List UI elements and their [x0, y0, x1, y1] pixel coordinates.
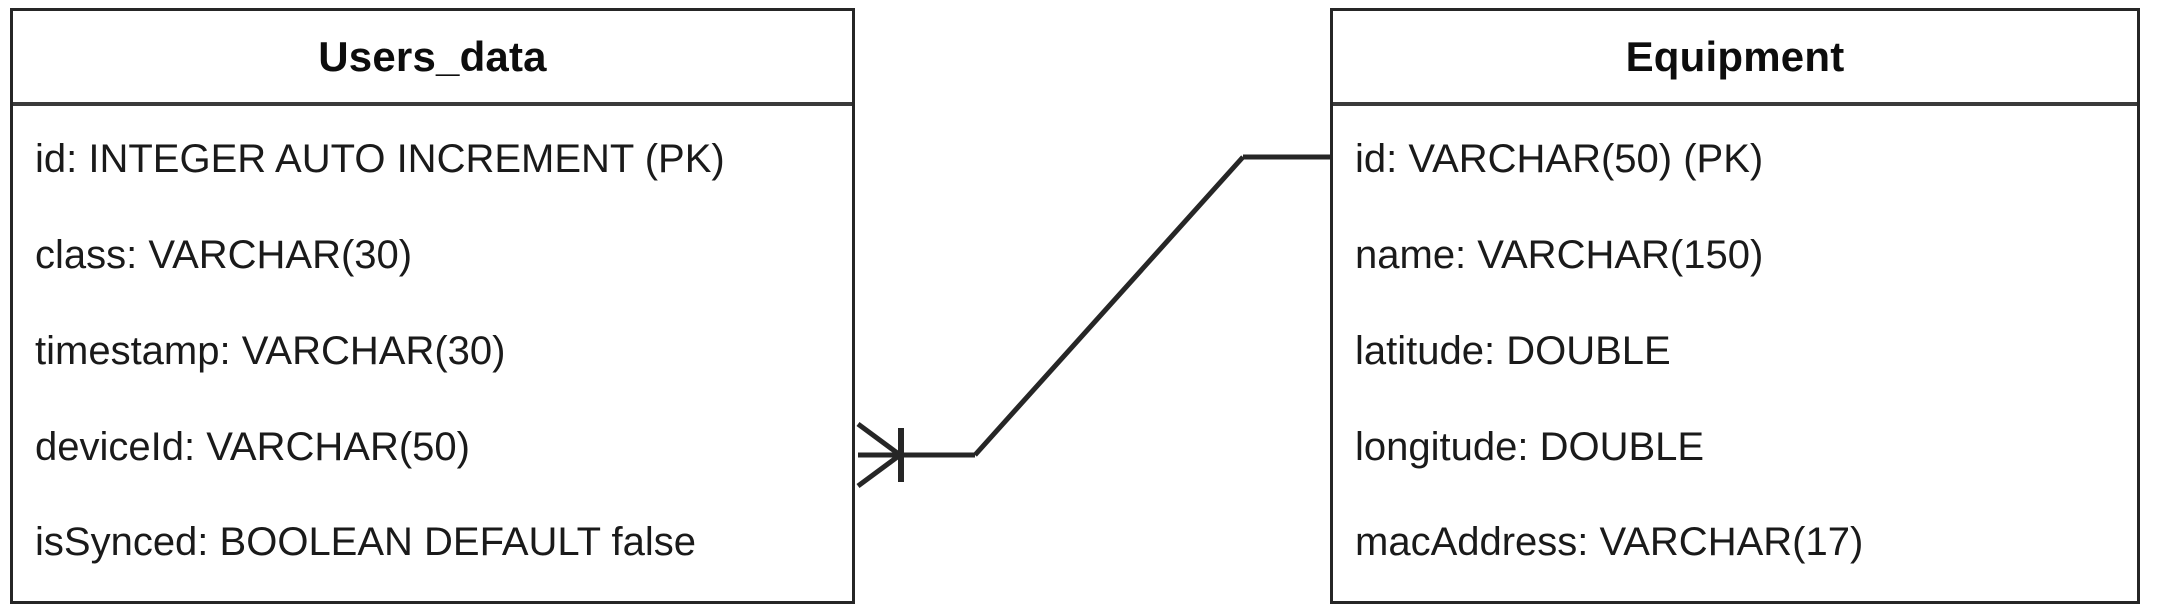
attribute-row: longitude: DOUBLE	[1355, 424, 1705, 469]
attribute-row: id: INTEGER AUTO INCREMENT (PK)	[35, 137, 725, 182]
attribute-row: deviceId: VARCHAR(50)	[35, 424, 470, 469]
entity-users-data[interactable]: Users_data id: INTEGER AUTO INCREMENT (P…	[10, 8, 855, 604]
entity-equipment[interactable]: Equipment id: VARCHAR(50) (PK) name: VAR…	[1330, 8, 2140, 604]
attribute-row: timestamp: VARCHAR(30)	[35, 328, 506, 373]
attribute-row: isSynced: BOOLEAN DEFAULT false	[35, 520, 696, 565]
entity-equipment-title: Equipment	[1333, 11, 2137, 106]
attribute-row: latitude: DOUBLE	[1355, 328, 1671, 373]
entity-users-data-title: Users_data	[13, 11, 852, 106]
entity-equipment-attribute-list: id: VARCHAR(50) (PK) name: VARCHAR(150) …	[1333, 106, 2137, 601]
crow-foot-many-marker	[856, 421, 902, 489]
entity-users-data-attribute-list: id: INTEGER AUTO INCREMENT (PK) class: V…	[13, 106, 852, 601]
attribute-row: id: VARCHAR(50) (PK)	[1355, 137, 1764, 182]
connector-segment-diagonal	[973, 155, 1245, 457]
attribute-row: class: VARCHAR(30)	[35, 233, 413, 278]
attribute-row: macAddress: VARCHAR(17)	[1355, 520, 1864, 565]
attribute-row: name: VARCHAR(150)	[1355, 233, 1764, 278]
